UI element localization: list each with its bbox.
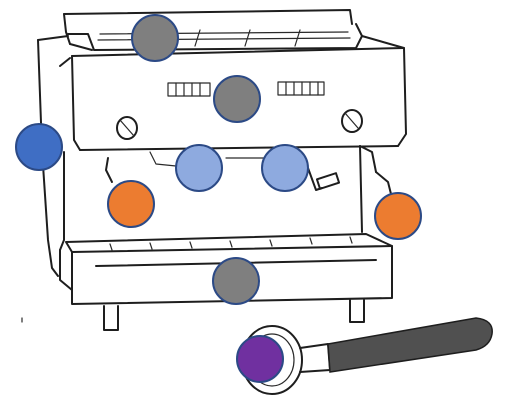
display-gauges-marker[interactable] [213,75,261,123]
portafilter [241,317,493,395]
left-knob [116,116,138,140]
lower-body [59,145,393,251]
machine-side-marker[interactable] [15,123,63,171]
top-cup-warmer-marker[interactable] [131,14,179,62]
group-head-left-marker[interactable] [175,144,223,192]
steam-wand [307,167,341,191]
cup-warmer-tray [63,9,363,51]
steam-wand-right-marker[interactable] [374,192,422,240]
drip-tray-grate [65,233,393,253]
steam-wand-left-marker[interactable] [107,180,155,228]
right-knob [341,109,363,133]
drip-tray-marker[interactable] [212,257,260,305]
portafilter-marker[interactable] [236,335,284,383]
machine-feet [103,299,365,331]
display-panel [167,81,325,97]
machine-body [37,35,407,277]
group-head-right-marker[interactable] [261,144,309,192]
